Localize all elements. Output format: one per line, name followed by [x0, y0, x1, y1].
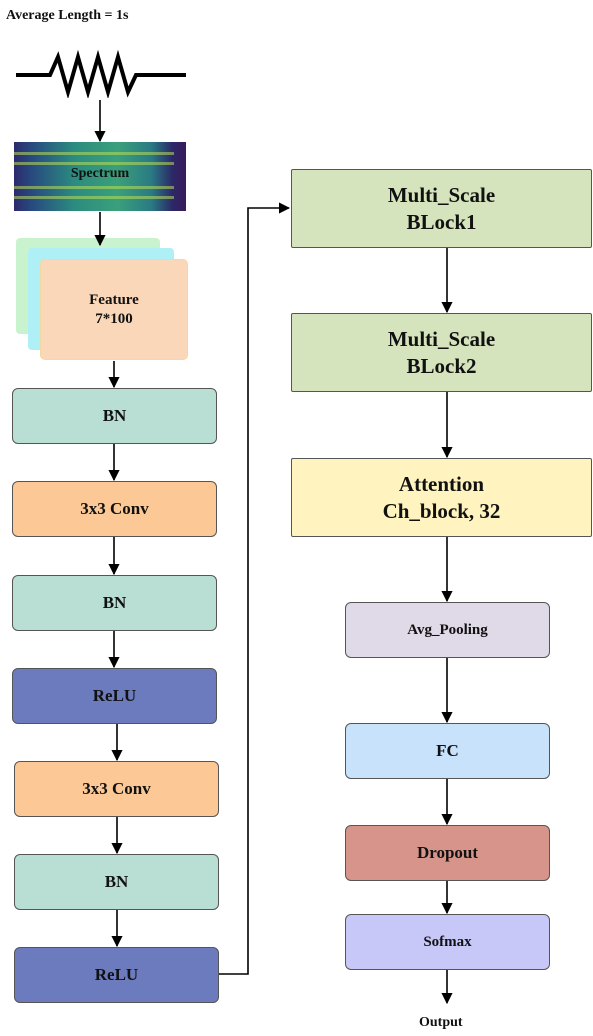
- conv-block-2: 3x3 Conv: [14, 761, 219, 817]
- block-label: 3x3 Conv: [80, 499, 149, 519]
- feature-box: Feature 7*100: [40, 259, 188, 360]
- block-label: FC: [436, 741, 459, 761]
- multi-scale-block-1: Multi_Scale BLock1: [291, 169, 592, 248]
- block-label: Avg_Pooling: [407, 621, 488, 638]
- block-label: BN: [102, 406, 127, 426]
- feature-line1: Feature: [89, 291, 139, 308]
- attention-block: Attention Ch_block, 32: [291, 458, 592, 537]
- block-label: Sofmax: [423, 933, 472, 950]
- spectrum-label: Spectrum: [70, 166, 130, 181]
- block-line1: Multi_Scale: [387, 183, 496, 208]
- diagram-title: Average Length = 1s: [6, 8, 129, 23]
- waveform-icon: [16, 49, 186, 98]
- block-line2: BLock1: [406, 209, 477, 234]
- block-label: Dropout: [416, 843, 479, 863]
- softmax-block: Sofmax: [345, 914, 550, 970]
- block-line1: Multi_Scale: [387, 327, 496, 352]
- fc-block: FC: [345, 723, 550, 779]
- multi-scale-block-2: Multi_Scale BLock2: [291, 313, 592, 392]
- feature-line2: 7*100: [95, 310, 133, 327]
- block-label: BN: [104, 872, 129, 892]
- avg-pooling-block: Avg_Pooling: [345, 602, 550, 658]
- block-line1: Attention: [398, 472, 485, 497]
- bn-block-2: BN: [12, 575, 217, 631]
- block-label: 3x3 Conv: [82, 779, 151, 799]
- arrow-relu2-to-multiscale1: [219, 202, 291, 975]
- relu-block-1: ReLU: [12, 668, 217, 724]
- bn-block-1: BN: [12, 388, 217, 444]
- dropout-block: Dropout: [345, 825, 550, 881]
- block-line2: Ch_block, 32: [382, 498, 501, 523]
- block-label: ReLU: [94, 965, 139, 985]
- relu-block-2: ReLU: [14, 947, 219, 1003]
- spectrum-image: Spectrum: [14, 142, 186, 211]
- bn-block-3: BN: [14, 854, 219, 910]
- output-label: Output: [419, 1015, 463, 1030]
- block-label: BN: [102, 593, 127, 613]
- block-label: ReLU: [92, 686, 137, 706]
- block-line2: BLock2: [406, 353, 477, 378]
- conv-block-1: 3x3 Conv: [12, 481, 217, 537]
